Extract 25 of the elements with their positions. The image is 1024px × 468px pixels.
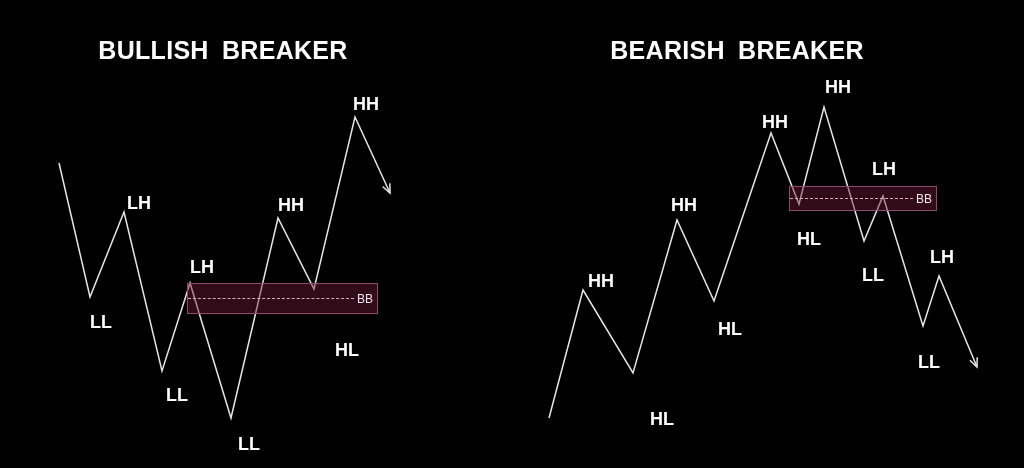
swing-point-label: HH [762, 113, 788, 131]
swing-point-label: LH [930, 248, 954, 266]
breaker-block-zone [187, 283, 378, 314]
swing-point-label: LL [238, 435, 260, 453]
swing-point-label: HH [825, 78, 851, 96]
chart-title: BULLISH BREAKER [98, 38, 348, 63]
swing-point-label: HL [335, 341, 359, 359]
swing-point-label: HL [718, 320, 742, 338]
swing-point-label: LH [872, 160, 896, 178]
swing-point-label: HL [650, 410, 674, 428]
swing-point-label: LH [127, 194, 151, 212]
swing-point-label: HH [588, 272, 614, 290]
swing-point-label: HH [278, 196, 304, 214]
swing-point-label: LL [90, 313, 112, 331]
swing-point-label: HH [671, 196, 697, 214]
swing-point-label: HH [353, 95, 379, 113]
zone-label: BB [357, 292, 373, 305]
swing-point-label: LL [862, 266, 884, 284]
breaker-block-zone [789, 186, 937, 211]
swing-point-label: LL [166, 386, 188, 404]
swing-point-label: LL [918, 353, 940, 371]
swing-point-label: HL [797, 230, 821, 248]
swing-point-label: LH [190, 258, 214, 276]
zone-label: BB [916, 192, 932, 205]
chart-title: BEARISH BREAKER [610, 38, 864, 63]
